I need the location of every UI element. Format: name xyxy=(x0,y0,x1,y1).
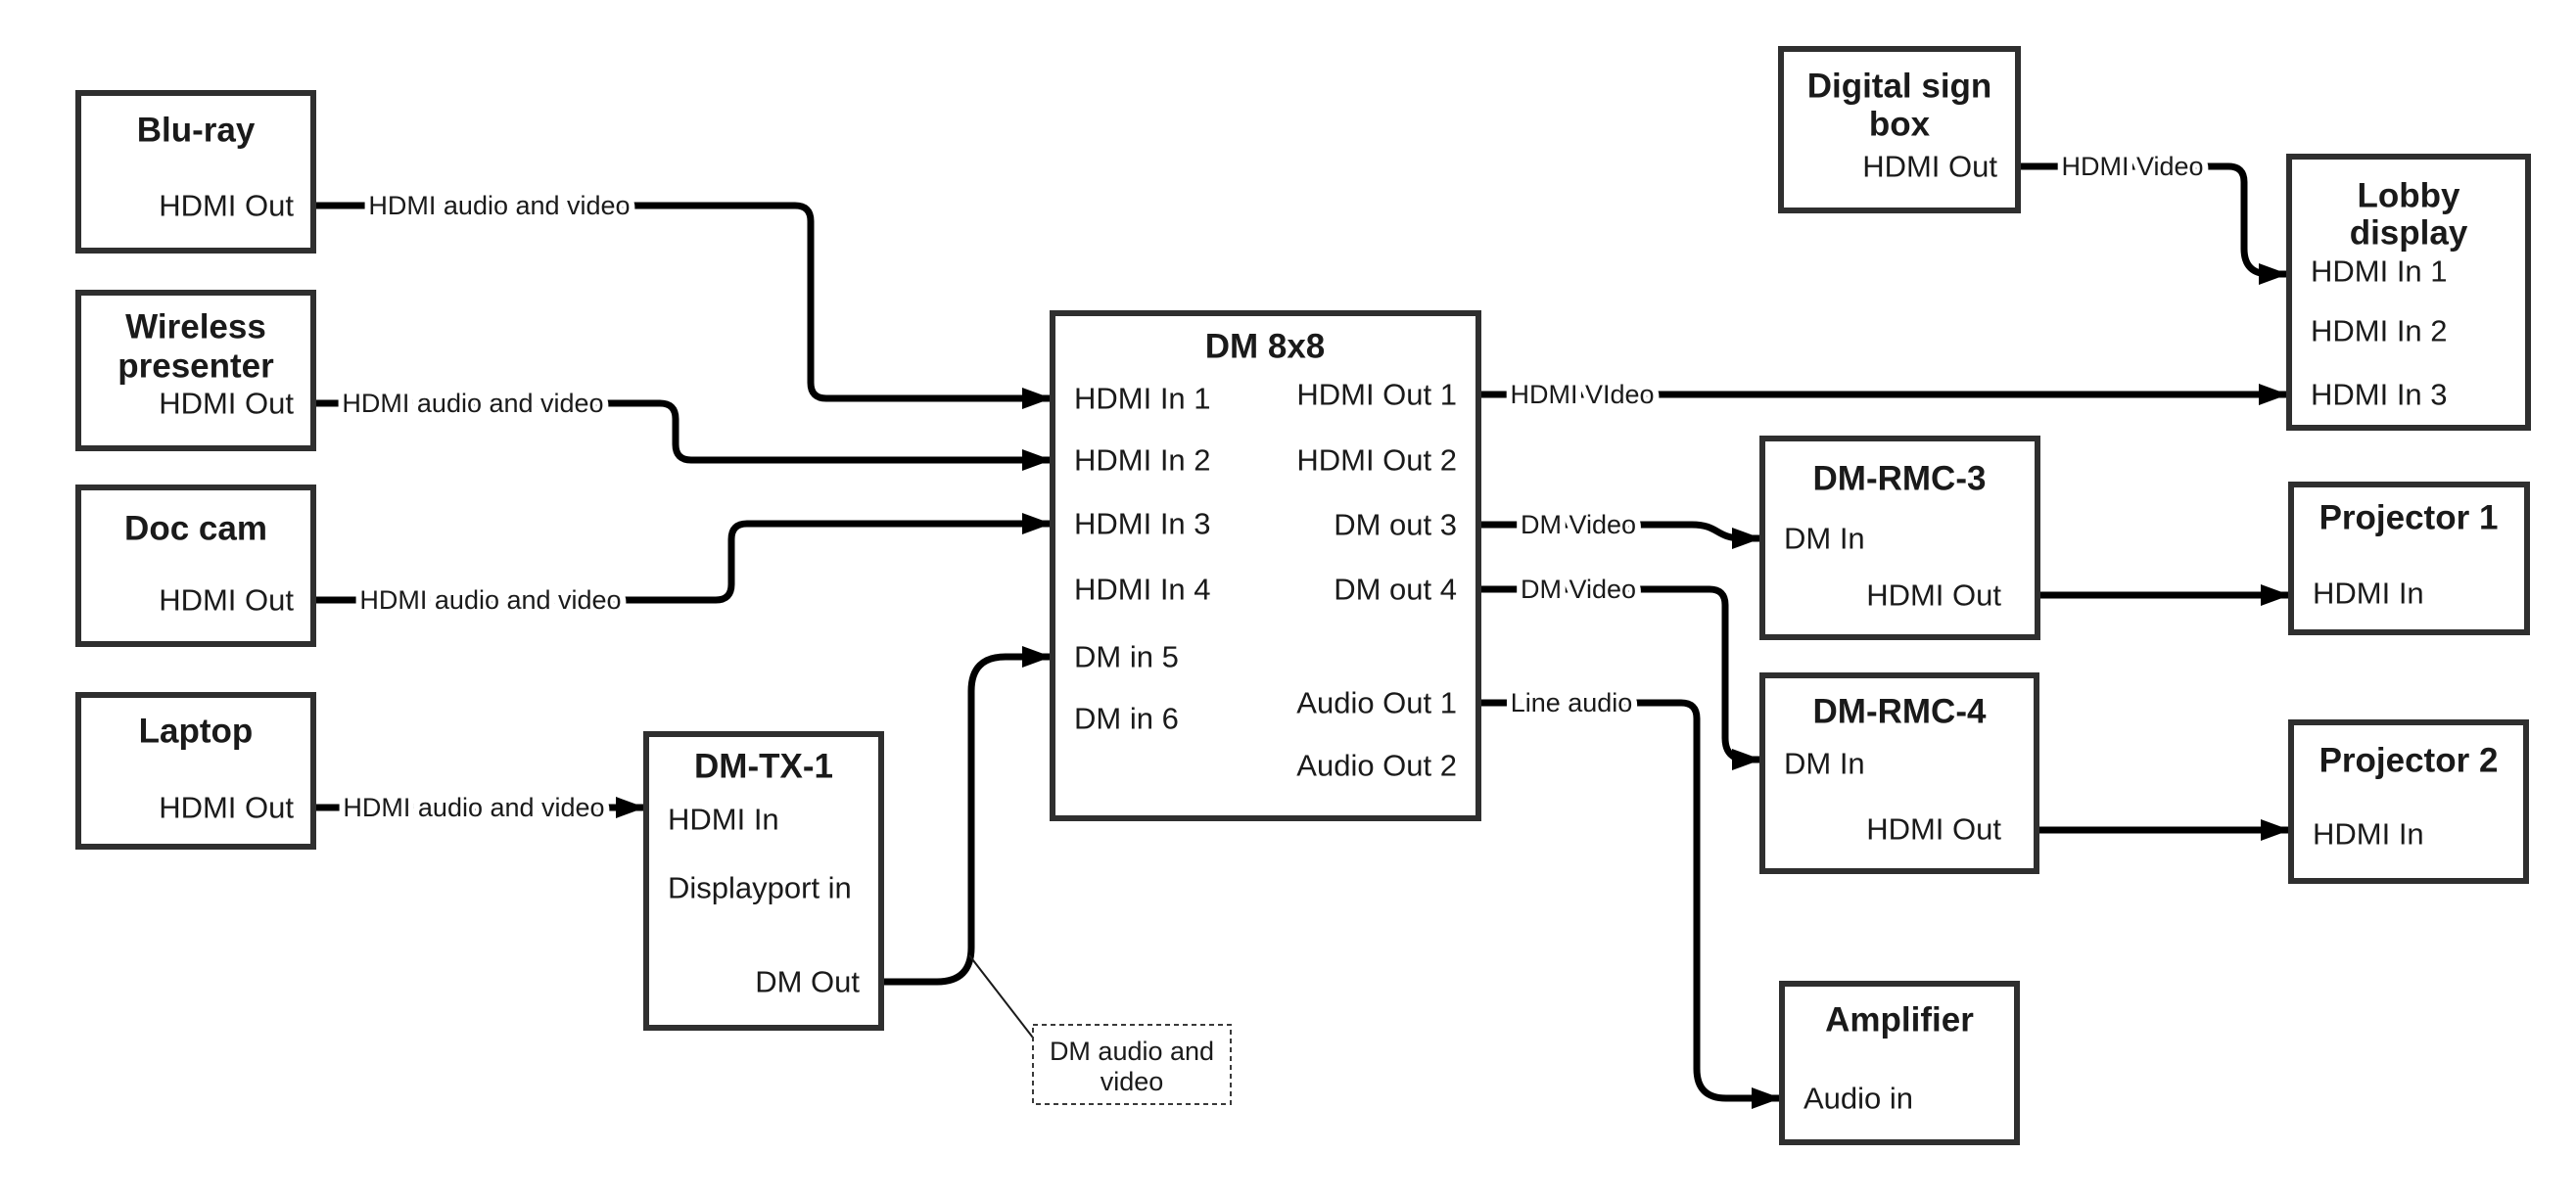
wire-dm8x8-audio1-to-amplifier xyxy=(1478,699,1781,1109)
dm-8x8-port-dm-in-5: DM in 5 xyxy=(1074,640,1179,674)
dm-8x8-port-audio-out-2: Audio Out 2 xyxy=(1296,749,1457,783)
dm-8x8-port-hdmi-out-2: HDMI Out 2 xyxy=(1296,443,1457,478)
dm-tx-1-title: DM-TX-1 xyxy=(694,748,833,786)
dm-8x8-port-hdmi-in-1: HDMI In 1 xyxy=(1074,382,1211,416)
dm-rmc-3-title: DM-RMC-3 xyxy=(1813,460,1987,498)
label-dm-out4: DM Video xyxy=(1521,575,1636,604)
wire-labels: HDMI audio and video HDMI audio and vide… xyxy=(336,146,2209,828)
wires xyxy=(313,162,2290,1109)
wire-doccam-to-dm8x8-in3 xyxy=(313,513,1052,604)
dm-rmc-3-port-hdmi-out: HDMI Out xyxy=(1866,578,2001,613)
projector-2-box xyxy=(2288,719,2529,884)
projector-1-port-hdmi-in: HDMI In xyxy=(2313,577,2424,611)
node-digital-sign-box: Digital sign box HDMI Out xyxy=(1778,46,2021,213)
dm-rmc-4-title: DM-RMC-4 xyxy=(1813,693,1987,731)
note-text-line1: DM audio and xyxy=(1050,1037,1214,1066)
dm-tx-1-port-displayport-in: Displayport in xyxy=(668,871,852,905)
note-box xyxy=(1032,1024,1232,1105)
lobby-port-hdmi-in-2: HDMI In 2 xyxy=(2311,314,2448,348)
dm-tx-1-box xyxy=(643,731,884,1031)
dm-rmc-3-port-dm-in: DM In xyxy=(1784,522,1865,556)
wire-dm8x8-out4-to-rmc4 xyxy=(1478,585,1761,770)
label-hdmi-out1: HDMI VIdeo xyxy=(1510,380,1654,409)
dm-8x8-port-hdmi-in-2: HDMI In 2 xyxy=(1074,443,1211,478)
node-dm-tx-1: DM-TX-1 HDMI In Displayport in DM Out xyxy=(643,731,884,1031)
wire-digitalsign-to-lobby-in1 xyxy=(2018,162,2288,285)
node-lobby-display: Lobby display HDMI In 1 HDMI In 2 HDMI I… xyxy=(2286,154,2531,431)
label-wireless-cable: HDMI audio and video xyxy=(342,389,603,418)
dm-tx-1-port-dm-out: DM Out xyxy=(755,965,860,999)
wire-dmtx1-to-dm8x8-in5 xyxy=(881,646,1052,986)
dm-tx-1-port-hdmi-in: HDMI In xyxy=(668,803,779,837)
amplifier-title: Amplifier xyxy=(1825,1001,1974,1039)
node-laptop: Laptop HDMI Out xyxy=(75,692,316,850)
wireless-presenter-box xyxy=(75,290,316,451)
amplifier-port-audio-in: Audio in xyxy=(1803,1082,1913,1116)
wireless-presenter-title-line2: presenter xyxy=(117,347,274,386)
bluray-box xyxy=(75,90,316,254)
label-bluray-cable: HDMI audio and video xyxy=(368,191,630,220)
dm-8x8-port-hdmi-in-3: HDMI In 3 xyxy=(1074,507,1211,541)
lobby-port-hdmi-in-3: HDMI In 3 xyxy=(2311,378,2448,412)
dm-8x8-port-dm-in-6: DM in 6 xyxy=(1074,702,1179,736)
label-laptop-cable: HDMI audio and video xyxy=(343,793,604,822)
dm-8x8-title: DM 8x8 xyxy=(1205,328,1326,366)
node-bluray: Blu-ray HDMI Out xyxy=(75,90,316,254)
projector-2-port-hdmi-in: HDMI In xyxy=(2313,817,2424,852)
node-dm-rmc-3: DM-RMC-3 DM In HDMI Out xyxy=(1759,436,2040,640)
note-text-line2: video xyxy=(1101,1067,1164,1096)
dm-rmc-4-port-hdmi-out: HDMI Out xyxy=(1866,812,2001,847)
dm-8x8-port-hdmi-out-1: HDMI Out 1 xyxy=(1296,378,1457,412)
wireless-presenter-title-line1: Wireless xyxy=(125,308,266,346)
lobby-port-hdmi-in-1: HDMI In 1 xyxy=(2311,254,2448,289)
note-leader-line xyxy=(968,954,1037,1042)
projector-1-title: Projector 1 xyxy=(2319,499,2499,537)
dm-8x8-port-dm-out-3: DM out 3 xyxy=(1334,508,1457,542)
digital-sign-box xyxy=(1778,46,2021,213)
wire-dm8x8-out3-to-rmc3 xyxy=(1478,521,1761,549)
bluray-title: Blu-ray xyxy=(137,112,256,150)
dm-8x8-port-dm-out-4: DM out 4 xyxy=(1334,573,1457,607)
dm-8x8-box xyxy=(1050,310,1481,821)
node-projector-1: Projector 1 HDMI In xyxy=(2288,482,2530,635)
doc-cam-title: Doc cam xyxy=(124,510,267,548)
lobby-display-title-line1: Lobby xyxy=(2358,177,2461,215)
lobby-display-title-line2: display xyxy=(2350,214,2468,253)
label-doccam-cable: HDMI audio and video xyxy=(359,585,621,615)
label-dm-out3: DM Video xyxy=(1521,510,1636,539)
note-dm-audio-and-video: DM audio and video xyxy=(1032,1024,1232,1105)
laptop-title: Laptop xyxy=(139,713,254,751)
wire-bluray-to-dm8x8-in1 xyxy=(313,202,1052,409)
label-digitalsign-cable: HDMI Video xyxy=(2061,152,2203,181)
dm-rmc-3-box xyxy=(1759,436,2040,640)
dm-8x8-port-audio-out-1: Audio Out 1 xyxy=(1296,686,1457,720)
node-dm-rmc-4: DM-RMC-4 DM In HDMI Out xyxy=(1759,672,2039,874)
node-doc-cam: Doc cam HDMI Out xyxy=(75,485,316,647)
label-audio-out1: Line audio xyxy=(1511,688,1633,717)
digital-sign-title-line1: Digital sign xyxy=(1807,68,1992,106)
bluray-port-hdmi-out: HDMI Out xyxy=(159,189,294,223)
node-amplifier: Amplifier Audio in xyxy=(1779,981,2020,1145)
dm-rmc-4-box xyxy=(1759,672,2039,874)
dm-rmc-4-port-dm-in: DM In xyxy=(1784,747,1865,781)
laptop-port-hdmi-out: HDMI Out xyxy=(159,791,294,825)
wireless-port-hdmi-out: HDMI Out xyxy=(159,387,294,421)
dm-8x8-port-hdmi-in-4: HDMI In 4 xyxy=(1074,573,1211,607)
amplifier-box xyxy=(1779,981,2020,1145)
projector-2-title: Projector 2 xyxy=(2319,742,2499,780)
projector-1-box xyxy=(2288,482,2530,635)
digital-sign-title-line2: box xyxy=(1869,106,1931,144)
laptop-box xyxy=(75,692,316,850)
lobby-display-box xyxy=(2286,154,2531,431)
wire-wireless-to-dm8x8-in2 xyxy=(313,399,1052,471)
node-projector-2: Projector 2 HDMI In xyxy=(2288,719,2529,884)
node-wireless-presenter: Wireless presenter HDMI Out xyxy=(75,290,316,451)
doccam-port-hdmi-out: HDMI Out xyxy=(159,583,294,618)
digital-sign-port-hdmi-out: HDMI Out xyxy=(1862,150,1997,184)
doc-cam-box xyxy=(75,485,316,647)
node-dm-8x8: DM 8x8 HDMI In 1 HDMI In 2 HDMI In 3 HDM… xyxy=(1050,310,1481,821)
